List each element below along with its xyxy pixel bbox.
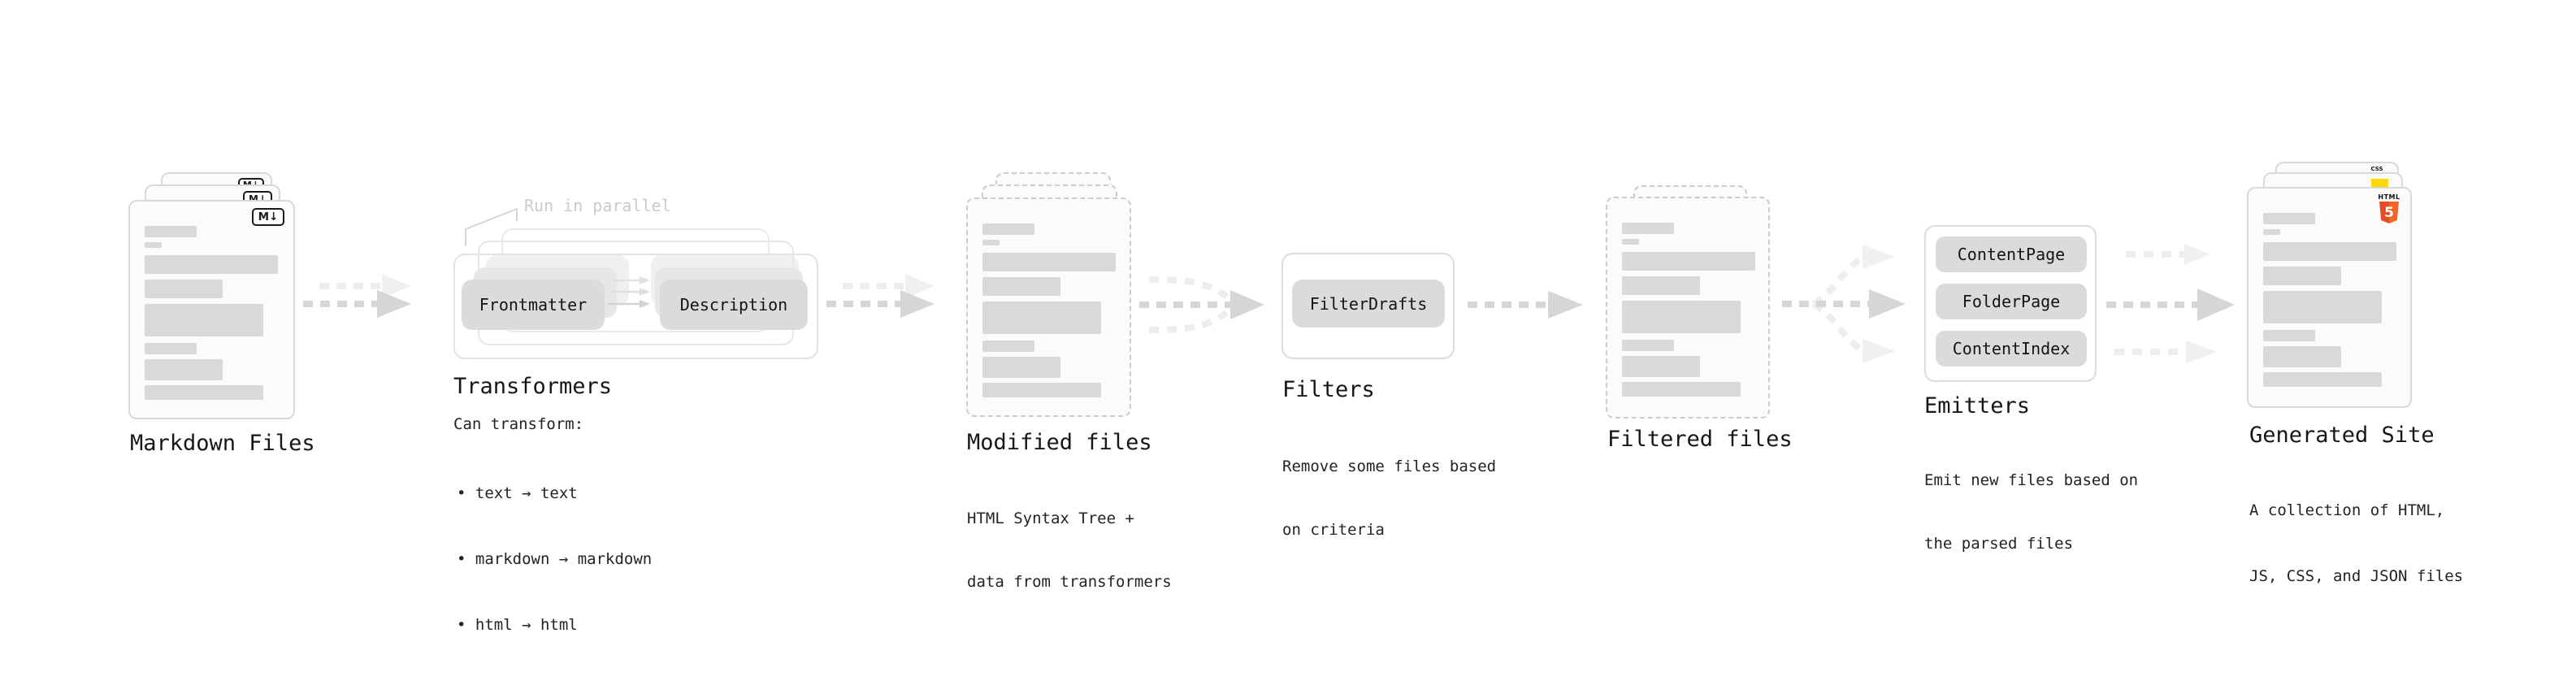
annotation-leader-line [465,208,518,246]
placeholder-line [982,277,1060,296]
placeholder-line [145,255,278,274]
desc-line: JS, CSS, and JSON files [2249,567,2464,585]
generated-file-card-front: HTML 5 [2247,187,2412,408]
filtered-file-card-front [1606,197,1770,419]
placeholder-line [1622,340,1674,351]
desc-line: Emit new files based on [1924,471,2139,489]
placeholder-line [2263,213,2315,224]
transformers-label: Transformers [453,374,613,399]
placeholder-line [2263,346,2341,367]
html5-icon-number: 5 [2384,204,2394,221]
desc-line: HTML Syntax Tree + [967,510,1134,527]
description-step: Description [660,280,808,330]
placeholder-line [1622,276,1700,295]
filterdrafts-chip: FilterDrafts [1292,280,1445,327]
filters-desc: Remove some files based on criteria [1282,414,1496,583]
placeholder-line [145,385,263,400]
placeholder-line [982,240,1000,245]
placeholder-line [1622,239,1639,245]
desc-line: Remove some files based [1282,458,1497,475]
html5-icon-word: HTML [2378,193,2400,201]
modified-files-label: Modified files [967,430,1152,455]
emitters-label: Emitters [1924,393,2031,419]
placeholder-line [2263,242,2396,261]
js-badge [2371,179,2388,189]
transformers-bullet-list: • text → text • markdown → markdown • ht… [457,439,652,680]
desc-line: A collection of HTML, [2249,501,2445,519]
markdown-files-label: Markdown Files [130,431,315,456]
contentpage-chip: ContentPage [1936,236,2087,272]
placeholder-line [982,340,1034,352]
placeholder-line [2263,229,2280,235]
placeholder-line [145,304,263,336]
modified-files-desc: HTML Syntax Tree + data from transformer… [967,466,1172,635]
modified-file-card-front [966,197,1131,417]
placeholder-line [145,226,197,237]
flow-arrow-emitters-to-generated [2106,244,2235,363]
parallel-arrows-icon [608,276,650,308]
bullet-item: • html → html [457,616,578,634]
placeholder-line [982,357,1060,378]
html5-icon-shield: 5 [2379,202,2399,223]
placeholder-line [145,242,162,248]
placeholder-line [2263,372,2382,387]
placeholder-line [982,301,1101,334]
transformers-frame-front [453,254,818,359]
placeholder-line [1622,356,1700,377]
filters-label: Filters [1282,377,1375,402]
emitters-desc: Emit new files based on the parsed files [1924,427,2138,596]
placeholder-line [2263,267,2341,285]
placeholder-line [145,280,223,298]
flow-arrow-markdown-to-transformers [303,274,411,318]
markdown-icon: M↓ [252,208,284,226]
placeholder-line [982,383,1101,397]
placeholder-line [982,253,1116,271]
placeholder-line [145,359,223,380]
placeholder-line [145,343,197,354]
run-in-parallel-annotation: Run in parallel [524,196,671,215]
desc-line: data from transformers [967,573,1172,591]
placeholder-line [982,223,1034,235]
desc-line: the parsed files [1924,535,2074,553]
filtered-files-label: Filtered files [1607,427,1793,452]
bullet-item: • text → text [457,484,578,502]
placeholder-line [2263,291,2382,323]
flow-arrow-filters-to-filtered [1468,291,1583,319]
css-badge-label: CSS [2370,166,2383,172]
transformers-desc-heading: Can transform: [453,415,584,433]
placeholder-line [1622,252,1755,271]
placeholder-line [1622,301,1741,333]
html5-icon: HTML 5 [2378,193,2400,223]
desc-line: on criteria [1282,521,1385,539]
flow-arrow-modified-to-filters [1139,276,1264,333]
contentindex-chip: ContentIndex [1936,331,2087,367]
frontmatter-step: Frontmatter [462,280,605,330]
folderpage-chip: FolderPage [1936,284,2087,319]
bullet-item: • markdown → markdown [457,550,653,568]
flow-arrow-transformers-to-modified [826,274,935,318]
generated-site-desc: A collection of HTML, JS, CSS, and JSON … [2249,456,2463,631]
flow-arrow-filtered-to-emitters [1782,245,1906,363]
placeholder-line [1622,382,1741,397]
placeholder-line [1622,223,1674,234]
markdown-file-card-front: M↓ [128,200,295,419]
generated-site-label: Generated Site [2249,423,2435,448]
placeholder-line [2263,330,2315,341]
